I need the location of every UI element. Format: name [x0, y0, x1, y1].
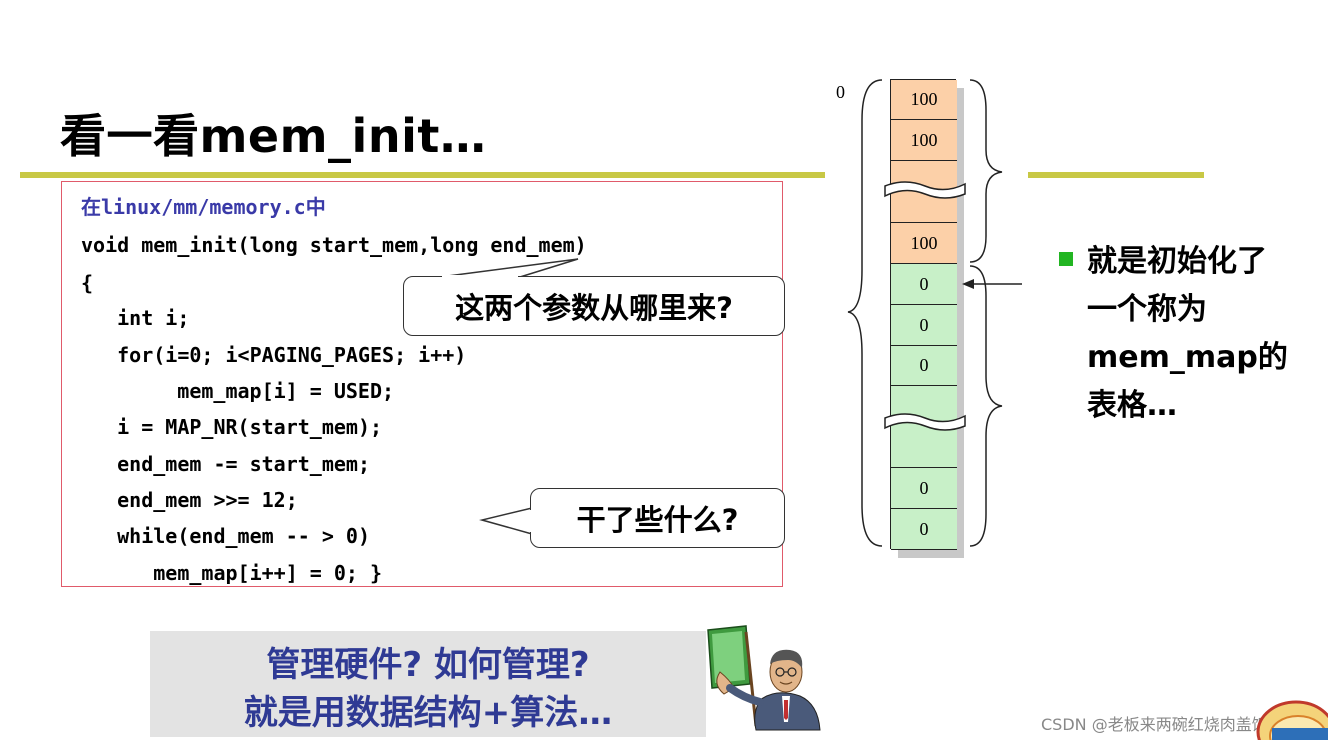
mem-cell-free: 0 — [891, 264, 957, 305]
bullet-line: mem_map的 — [1087, 340, 1288, 375]
mem-cell-used: 100 — [891, 223, 957, 264]
presenter-illustration — [707, 625, 821, 731]
code-line: int i; — [81, 306, 190, 330]
code-line: end_mem -= start_mem; — [81, 452, 370, 476]
right-brace-used — [969, 79, 1003, 263]
code-line: while(end_mem -- > 0) — [81, 524, 370, 548]
code-line: end_mem >>= 12; — [81, 488, 298, 512]
title-rule-right — [1028, 172, 1204, 178]
corner-logo-icon — [1256, 700, 1328, 740]
code-line: mem_map[i] = USED; — [93, 379, 395, 403]
callout-what-join — [529, 510, 533, 532]
mem-cell-free: 0 — [891, 346, 957, 386]
mem-cell-used: 100 — [891, 80, 957, 120]
callout-params: 这两个参数从哪里来? — [403, 276, 785, 336]
left-brace — [847, 79, 883, 547]
title-rule-left — [20, 172, 825, 178]
mem-cell-used: 100 — [891, 120, 957, 161]
break-mark — [884, 181, 966, 199]
code-line: for(i=0; i<PAGING_PAGES; i++) — [81, 343, 467, 367]
code-line: i = MAP_NR(start_mem); — [81, 415, 383, 439]
summary-line-1: 管理硬件? 如何管理? — [266, 645, 590, 685]
bullet-line: 一个称为 — [1087, 292, 1207, 327]
mem-cell-free: 0 — [891, 468, 957, 509]
bullet-line: 就是初始化了 — [1087, 244, 1267, 279]
code-box: 在linux/mm/memory.c中 void mem_init(long s… — [61, 181, 783, 587]
code-line: { — [81, 271, 94, 295]
callout-what-pointer — [479, 507, 533, 535]
callout-params-pointer — [439, 258, 579, 278]
mem-cell-free: 0 — [891, 305, 957, 346]
right-brace-free — [969, 265, 1003, 547]
memory-table: 100 100 100 0 0 0 0 0 — [890, 79, 957, 550]
watermark: CSDN @老板来两碗红烧肉盖饭 — [1041, 715, 1268, 734]
slide-title: 看一看mem_init… — [60, 109, 487, 163]
mem-cell-free: 0 — [891, 509, 957, 550]
summary-box: 管理硬件? 如何管理? 就是用数据结构+算法… — [150, 631, 706, 737]
code-line: mem_map[i++] = 0; } — [81, 561, 383, 585]
callout-params-join — [442, 275, 518, 279]
callout-what: 干了些什么? — [530, 488, 785, 548]
code-line: void mem_init(long start_mem,long end_me… — [81, 233, 587, 257]
code-header: 在linux/mm/memory.c中 — [81, 195, 326, 219]
summary-line-2: 就是用数据结构+算法… — [243, 693, 613, 733]
memory-zero-label: 0 — [836, 82, 845, 102]
bullet-square-icon — [1059, 252, 1073, 266]
bullet-text: 就是初始化了 一个称为 mem_map的 表格… — [1087, 238, 1307, 430]
arrow-head — [962, 279, 974, 289]
break-mark — [884, 413, 966, 431]
bullet-line: 表格… — [1087, 388, 1177, 423]
